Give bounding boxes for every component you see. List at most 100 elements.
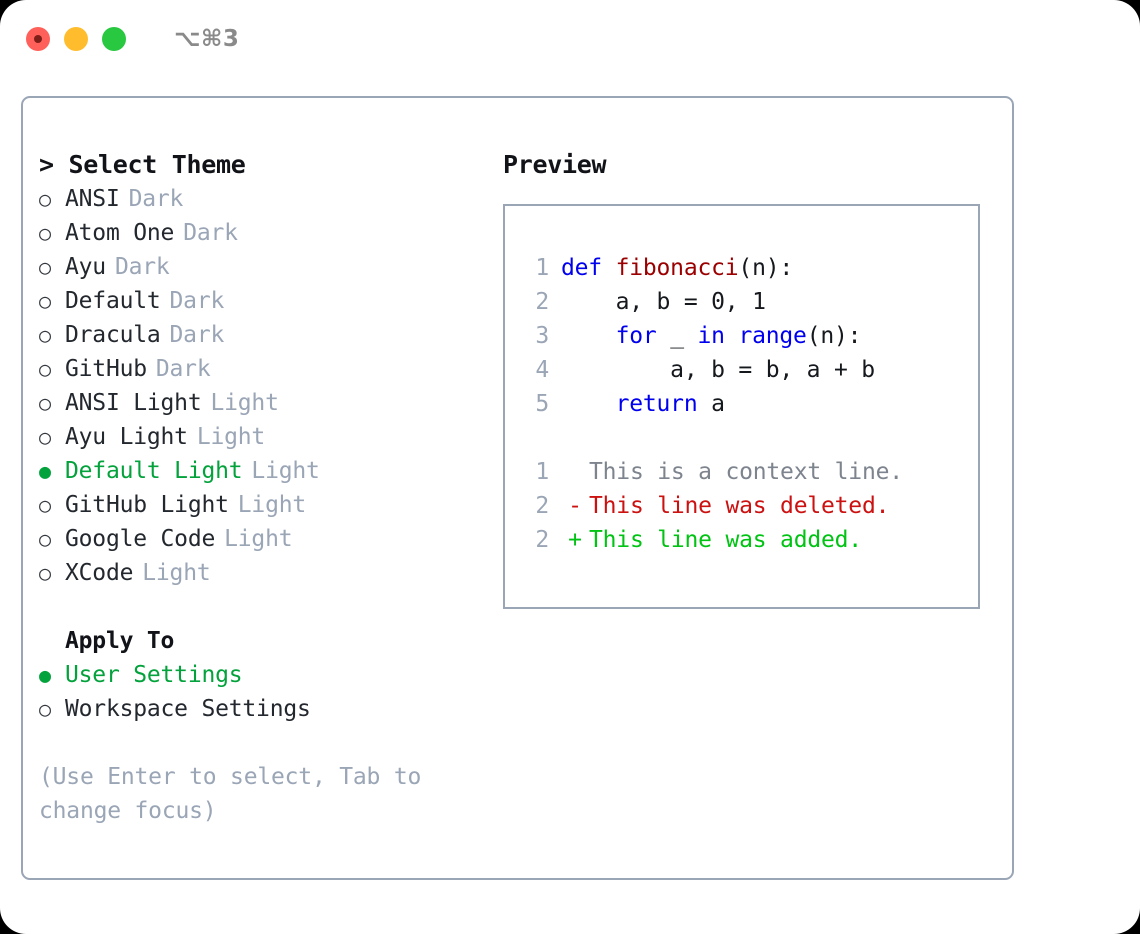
- theme-name: GitHub Light: [65, 492, 229, 518]
- close-icon: [34, 35, 42, 43]
- theme-category: Light: [142, 560, 211, 586]
- code-token: _: [656, 323, 698, 349]
- apply-to-option-workspace-settings[interactable]: ○ Workspace Settings: [39, 692, 493, 726]
- diff-sample: 1 This is a context line. 2 - This line …: [519, 455, 978, 557]
- traffic-lights: [26, 27, 126, 51]
- code-token: 0: [711, 289, 725, 315]
- radio-unselected-icon: ○: [39, 323, 51, 347]
- code-sample: 1 def fibonacci (n): 2 a, b = 0 , 1: [519, 251, 978, 421]
- radio-unselected-icon: ○: [39, 697, 51, 721]
- line-number: 3: [535, 323, 549, 349]
- preview-spacer: [519, 421, 978, 455]
- radio-selected-icon: ●: [39, 459, 51, 483]
- code-token: ,: [724, 289, 753, 315]
- theme-list-item[interactable]: ○ ANSI Dark: [39, 182, 493, 216]
- theme-category: Dark: [128, 186, 184, 212]
- theme-name: XCode: [65, 560, 134, 586]
- theme-list-item[interactable]: ○ Ayu Light Light: [39, 420, 493, 454]
- theme-name: ANSI: [65, 186, 120, 212]
- maximize-window-button[interactable]: [102, 27, 126, 51]
- theme-name: Ayu Light: [65, 424, 188, 450]
- diff-line-deleted: 2 - This line was deleted.: [519, 489, 978, 523]
- theme-list-item[interactable]: ○ XCode Light: [39, 556, 493, 590]
- theme-list-item[interactable]: ○ Google Code Light: [39, 522, 493, 556]
- theme-category: Light: [251, 458, 320, 484]
- radio-unselected-icon: ○: [39, 527, 51, 551]
- diff-text: This line was deleted.: [589, 493, 890, 519]
- code-token: a, b =: [561, 289, 712, 315]
- diff-marker: +: [568, 527, 582, 553]
- minimize-window-button[interactable]: [64, 27, 88, 51]
- code-token: 1: [752, 289, 766, 315]
- theme-list-item[interactable]: ○ ANSI Light Light: [39, 386, 493, 420]
- theme-list-item[interactable]: ○ GitHub Light Light: [39, 488, 493, 522]
- theme-name: Ayu: [65, 254, 106, 280]
- section-spacer: [39, 590, 493, 624]
- theme-category: Dark: [155, 356, 211, 382]
- theme-category: Light: [224, 526, 293, 552]
- theme-list-item[interactable]: ○ Atom One Dark: [39, 216, 493, 250]
- code-line: 3 for _ in range (n):: [519, 319, 978, 353]
- theme-list-item-selected[interactable]: ● Default Light Light: [39, 454, 493, 488]
- line-number: 2: [535, 493, 549, 519]
- code-line: 4 a, b = b, a + b: [519, 353, 978, 387]
- select-theme-header: > Select Theme: [39, 150, 246, 179]
- radio-unselected-icon: ○: [39, 561, 51, 585]
- radio-unselected-icon: ○: [39, 391, 51, 415]
- theme-name: Google Code: [65, 526, 216, 552]
- preview-box: 1 def fibonacci (n): 2 a, b = 0 , 1: [503, 204, 980, 609]
- preview-column: Preview 1 def fibonacci (n): 2 a, b =: [493, 98, 1012, 878]
- code-line: 1 def fibonacci (n):: [519, 251, 978, 285]
- code-token: range: [738, 323, 807, 349]
- code-token: (n):: [738, 255, 794, 281]
- theme-name: Atom One: [65, 220, 175, 246]
- theme-list-item[interactable]: ○ Dracula Dark: [39, 318, 493, 352]
- theme-selector-panel: > Select Theme ○ ANSI Dark ○ Atom One Da…: [21, 96, 1014, 880]
- theme-list-item[interactable]: ○ GitHub Dark: [39, 352, 493, 386]
- code-token: a: [697, 391, 725, 417]
- title-bar: ⌥⌘3: [0, 0, 1140, 78]
- code-token: (n):: [806, 323, 862, 349]
- theme-category: Dark: [183, 220, 238, 246]
- diff-text: This line was added.: [589, 527, 862, 553]
- theme-list-item[interactable]: ○ Ayu Dark: [39, 250, 493, 284]
- apply-to-option-label: Workspace Settings: [65, 696, 311, 722]
- diff-text: This is a context line.: [589, 459, 903, 485]
- close-window-button[interactable]: [26, 27, 50, 51]
- theme-category: Dark: [114, 254, 170, 280]
- apply-to-option-user-settings[interactable]: ● User Settings: [39, 658, 493, 692]
- apply-to-options: ● User Settings ○ Workspace Settings: [39, 658, 493, 726]
- radio-unselected-icon: ○: [39, 493, 51, 517]
- diff-line-added: 2 + This line was added.: [519, 523, 978, 557]
- theme-name: ANSI Light: [65, 390, 202, 416]
- preview-title: Preview: [503, 150, 607, 179]
- line-number: 2: [535, 527, 549, 553]
- code-token: a, b = b, a + b: [561, 357, 875, 383]
- theme-name: GitHub: [65, 356, 147, 382]
- theme-category: Dark: [169, 288, 225, 314]
- theme-category: Dark: [169, 322, 225, 348]
- apply-to-header: Apply To: [65, 628, 175, 654]
- code-token: def: [561, 255, 616, 281]
- code-token: [725, 319, 739, 353]
- theme-list-item[interactable]: ○ Default Dark: [39, 284, 493, 318]
- code-token: in: [697, 323, 725, 349]
- radio-unselected-icon: ○: [39, 425, 51, 449]
- radio-unselected-icon: ○: [39, 187, 51, 211]
- theme-name: Default: [65, 288, 161, 314]
- theme-category: Light: [237, 492, 307, 518]
- line-number: 5: [535, 391, 549, 417]
- theme-list: ○ ANSI Dark ○ Atom One Dark ○ Ayu Dark: [39, 182, 493, 590]
- keyboard-hint-text: (Use Enter to select, Tab to change focu…: [39, 764, 422, 824]
- diff-marker: -: [568, 493, 582, 519]
- theme-name: Default Light: [65, 458, 243, 484]
- code-token: for: [615, 323, 657, 349]
- apply-to-option-label: User Settings: [65, 662, 243, 688]
- theme-name: Dracula: [65, 322, 161, 348]
- code-line: 2 a, b = 0 , 1: [519, 285, 978, 319]
- code-token: return: [615, 391, 698, 417]
- code-line: 5 return a: [519, 387, 978, 421]
- line-number: 1: [535, 459, 549, 485]
- code-token: [561, 387, 616, 421]
